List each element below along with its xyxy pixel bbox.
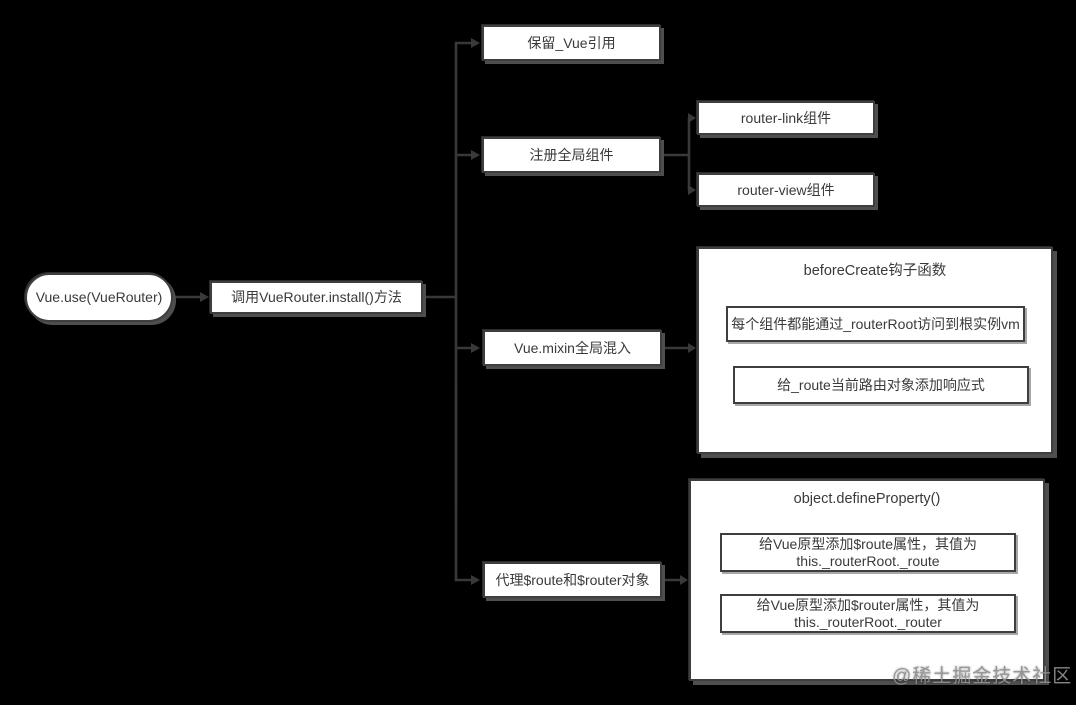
node-vue-mixin: Vue.mixin全局混入 (483, 330, 662, 366)
node-keep-vue-reference: 保留_Vue引用 (482, 25, 661, 61)
node-label: router-link组件 (740, 109, 832, 126)
arrowhead (471, 150, 480, 160)
node-label-line2: this._routerRoot._route (796, 552, 940, 569)
node-router-view-component: router-view组件 (697, 173, 875, 207)
arrowhead (200, 292, 209, 302)
group-define-property: object.defineProperty() 给Vue原型添加$route属性… (689, 479, 1045, 681)
arrowhead (688, 113, 696, 123)
arrowhead (471, 38, 480, 48)
node-router-root-access: 每个组件都能通过_routerRoot访问到根实例vm (726, 306, 1025, 342)
edge-b2-bracket (659, 116, 691, 192)
group-before-create-hook: beforeCreate钩子函数 每个组件都能通过_routerRoot访问到根… (697, 247, 1053, 454)
node-install-method: 调用VueRouter.install()方法 (210, 281, 423, 314)
node-vue-use: Vue.use(VueRouter) (25, 273, 173, 322)
node-label-line1: 给Vue原型添加$route属性，其值为 (758, 535, 978, 552)
node-label: Vue.use(VueRouter) (35, 289, 163, 305)
node-proxy-route-router: 代理$route和$router对象 (483, 562, 662, 598)
node-label-line2: this._routerRoot._router (794, 613, 942, 630)
node-label: 注册全局组件 (529, 146, 614, 163)
group-title: beforeCreate钩子函数 (803, 263, 947, 279)
node-label: 调用VueRouter.install()方法 (231, 289, 402, 305)
group-title: object.defineProperty() (793, 491, 941, 507)
arrowhead (680, 575, 688, 585)
node-label: router-view组件 (737, 181, 835, 198)
arrowhead (688, 343, 696, 353)
node-label: 给_route当前路由对象添加响应式 (777, 376, 985, 393)
node-register-global-components: 注册全局组件 (482, 137, 661, 173)
arrowhead (688, 185, 696, 195)
node-router-link-component: router-link组件 (697, 101, 875, 135)
juejin-watermark: @稀土掘金技术社区 (892, 666, 1073, 687)
node-label-line1: 给Vue原型添加$router属性，其值为 (756, 596, 980, 613)
arrowhead (471, 575, 480, 585)
arrowhead (471, 343, 480, 353)
node-label: 每个组件都能通过_routerRoot访问到根实例vm (731, 315, 1020, 332)
node-label: 代理$route和$router对象 (495, 571, 650, 588)
node-label: 保留_Vue引用 (527, 34, 616, 51)
node-add-route-property: 给Vue原型添加$route属性，其值为 this._routerRoot._r… (720, 533, 1016, 572)
node-add-router-property: 给Vue原型添加$router属性，其值为 this._routerRoot._… (720, 594, 1016, 633)
node-label: Vue.mixin全局混入 (514, 339, 631, 356)
node-route-reactive: 给_route当前路由对象添加响应式 (733, 366, 1029, 404)
